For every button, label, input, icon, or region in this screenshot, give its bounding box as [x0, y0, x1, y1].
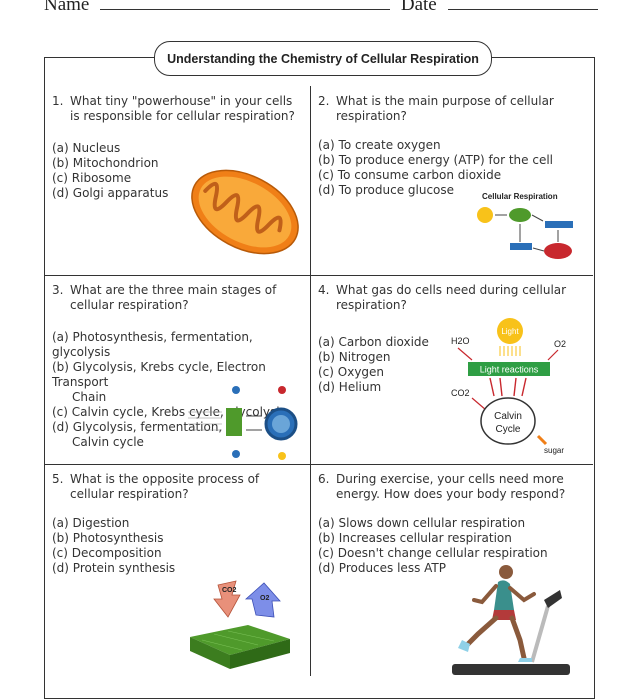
svg-text:O2: O2 — [260, 595, 269, 602]
question-number: 4. — [318, 283, 330, 297]
calvin-cycle-circle — [480, 397, 536, 445]
answer-option-b[interactable]: (b) Increases cellular respiration — [318, 531, 512, 545]
question-2: 2. What is the main purpose of cellular r… — [318, 94, 588, 198]
answer-option-c[interactable]: (c) Decomposition — [52, 546, 162, 560]
answer-option-b-cont: Chain — [72, 390, 107, 404]
question-stem: What tiny "powerhouse" in your cells is … — [70, 94, 295, 123]
light-icon — [497, 318, 523, 344]
diagram-title: Cellular Respiration — [482, 192, 558, 201]
runner-head — [499, 565, 513, 579]
question-number: 5. — [52, 472, 64, 486]
svg-text:Calvin: Calvin — [494, 411, 522, 422]
svg-text:Light reactions: Light reactions — [480, 365, 539, 375]
question-4: 4. What gas do cells need during cellular… — [318, 283, 588, 395]
question-number: 1. — [52, 94, 64, 108]
answer-option-d[interactable]: (d) To produce glucose — [318, 183, 455, 197]
date-blank-line[interactable] — [447, 0, 598, 10]
cellular-respiration-diagram: Cellular Respiration — [477, 192, 573, 259]
molecule-box — [545, 221, 573, 228]
mitochondrion-icon — [544, 243, 572, 259]
light-reactions-calvin-diagram: Light H2O O2 Light reactions CO2 Calvin … — [451, 318, 566, 455]
answer-option-d[interactable]: (d) Helium — [318, 380, 382, 394]
svg-text:Light: Light — [501, 327, 519, 336]
leaf-gas-exchange-illustration: CO2 O2 — [190, 580, 290, 669]
question-6: 6. During exercise, your cells need more … — [318, 472, 588, 576]
question-stem: What are the three main stages of cellul… — [70, 283, 277, 312]
answer-option-c[interactable]: (c) Oxygen — [318, 365, 385, 379]
molecule-box — [510, 243, 532, 250]
date-label: Date — [400, 0, 437, 15]
question-stem: What is the opposite process of cellular… — [70, 472, 260, 501]
question-number: 6. — [318, 472, 330, 486]
svg-text:CO2: CO2 — [222, 587, 237, 594]
sugar-label: sugar — [544, 446, 564, 455]
answer-option-d[interactable]: (d) Produces less ATP — [318, 561, 446, 575]
treadmill-runner-illustration — [452, 565, 570, 675]
grid-divider-row2 — [44, 464, 593, 465]
answer-option-d[interactable]: (d) Protein synthesis — [52, 561, 176, 575]
name-label: Name — [44, 0, 90, 15]
answer-option-a[interactable]: (a) Photosynthesis, fermentation, glycol… — [52, 330, 253, 359]
question-stem: During exercise, your cells need more en… — [336, 472, 566, 501]
answer-option-b[interactable]: (b) To produce energy (ATP) for the cell — [318, 153, 554, 167]
name-blank-line[interactable] — [100, 0, 391, 10]
answer-option-a[interactable]: (a) Nucleus — [52, 141, 121, 155]
answer-option-a[interactable]: (a) Carbon dioxide — [318, 335, 429, 349]
water-label: H2O — [451, 336, 470, 346]
mitochondrion-illustration — [191, 169, 299, 255]
answer-option-a[interactable]: (a) To create oxygen — [318, 138, 441, 152]
answer-option-a[interactable]: (a) Digestion — [52, 516, 130, 530]
answer-option-c[interactable]: (c) To consume carbon dioxide — [318, 168, 502, 182]
question-number: 2. — [318, 94, 330, 108]
answer-option-a[interactable]: (a) Slows down cellular respiration — [318, 516, 526, 530]
sun-icon — [477, 207, 493, 223]
answer-option-b[interactable]: (b) Photosynthesis — [52, 531, 164, 545]
question-5: 5. What is the opposite process of cellul… — [52, 472, 302, 576]
answer-option-c[interactable]: (c) Doesn't change cellular respiration — [318, 546, 548, 560]
treadmill-belt — [452, 664, 570, 675]
answer-option-d[interactable]: (d) Glycolysis, fermentation, — [52, 420, 223, 434]
grid-divider-vertical — [310, 86, 311, 676]
question-1: 1. What tiny "powerhouse" in your cells i… — [52, 94, 302, 201]
question-3: 3. What are the three main stages of cell… — [52, 283, 306, 450]
question-stem: What is the main purpose of cellular res… — [336, 94, 554, 123]
o2-arrow — [244, 582, 281, 618]
grid-divider-row1 — [44, 275, 593, 276]
name-date-header: Name Date — [44, 0, 598, 16]
answer-option-b[interactable]: (b) Nitrogen — [318, 350, 391, 364]
answer-option-b[interactable]: (b) Mitochondrion — [52, 156, 159, 170]
svg-text:Cycle: Cycle — [495, 424, 520, 435]
carbon-dioxide-label: CO2 — [451, 388, 470, 398]
answer-option-d[interactable]: (d) Golgi apparatus — [52, 186, 169, 200]
question-stem: What gas do cells need during cellular r… — [336, 283, 567, 312]
answer-option-c[interactable]: (c) Ribosome — [52, 171, 132, 185]
co2-arrow — [213, 580, 241, 618]
question-number: 3. — [52, 283, 64, 297]
light-reactions-box — [468, 362, 550, 376]
worksheet-title: Understanding the Chemistry of Cellular … — [154, 41, 492, 76]
answer-option-d-cont: Calvin cycle — [72, 435, 144, 449]
respiration-stages-diagram — [188, 386, 298, 460]
chloroplast-icon — [509, 208, 531, 222]
oxygen-label: O2 — [554, 339, 566, 349]
answer-option-b[interactable]: (b) Glycolysis, Krebs cycle, Electron Tr… — [52, 360, 266, 389]
